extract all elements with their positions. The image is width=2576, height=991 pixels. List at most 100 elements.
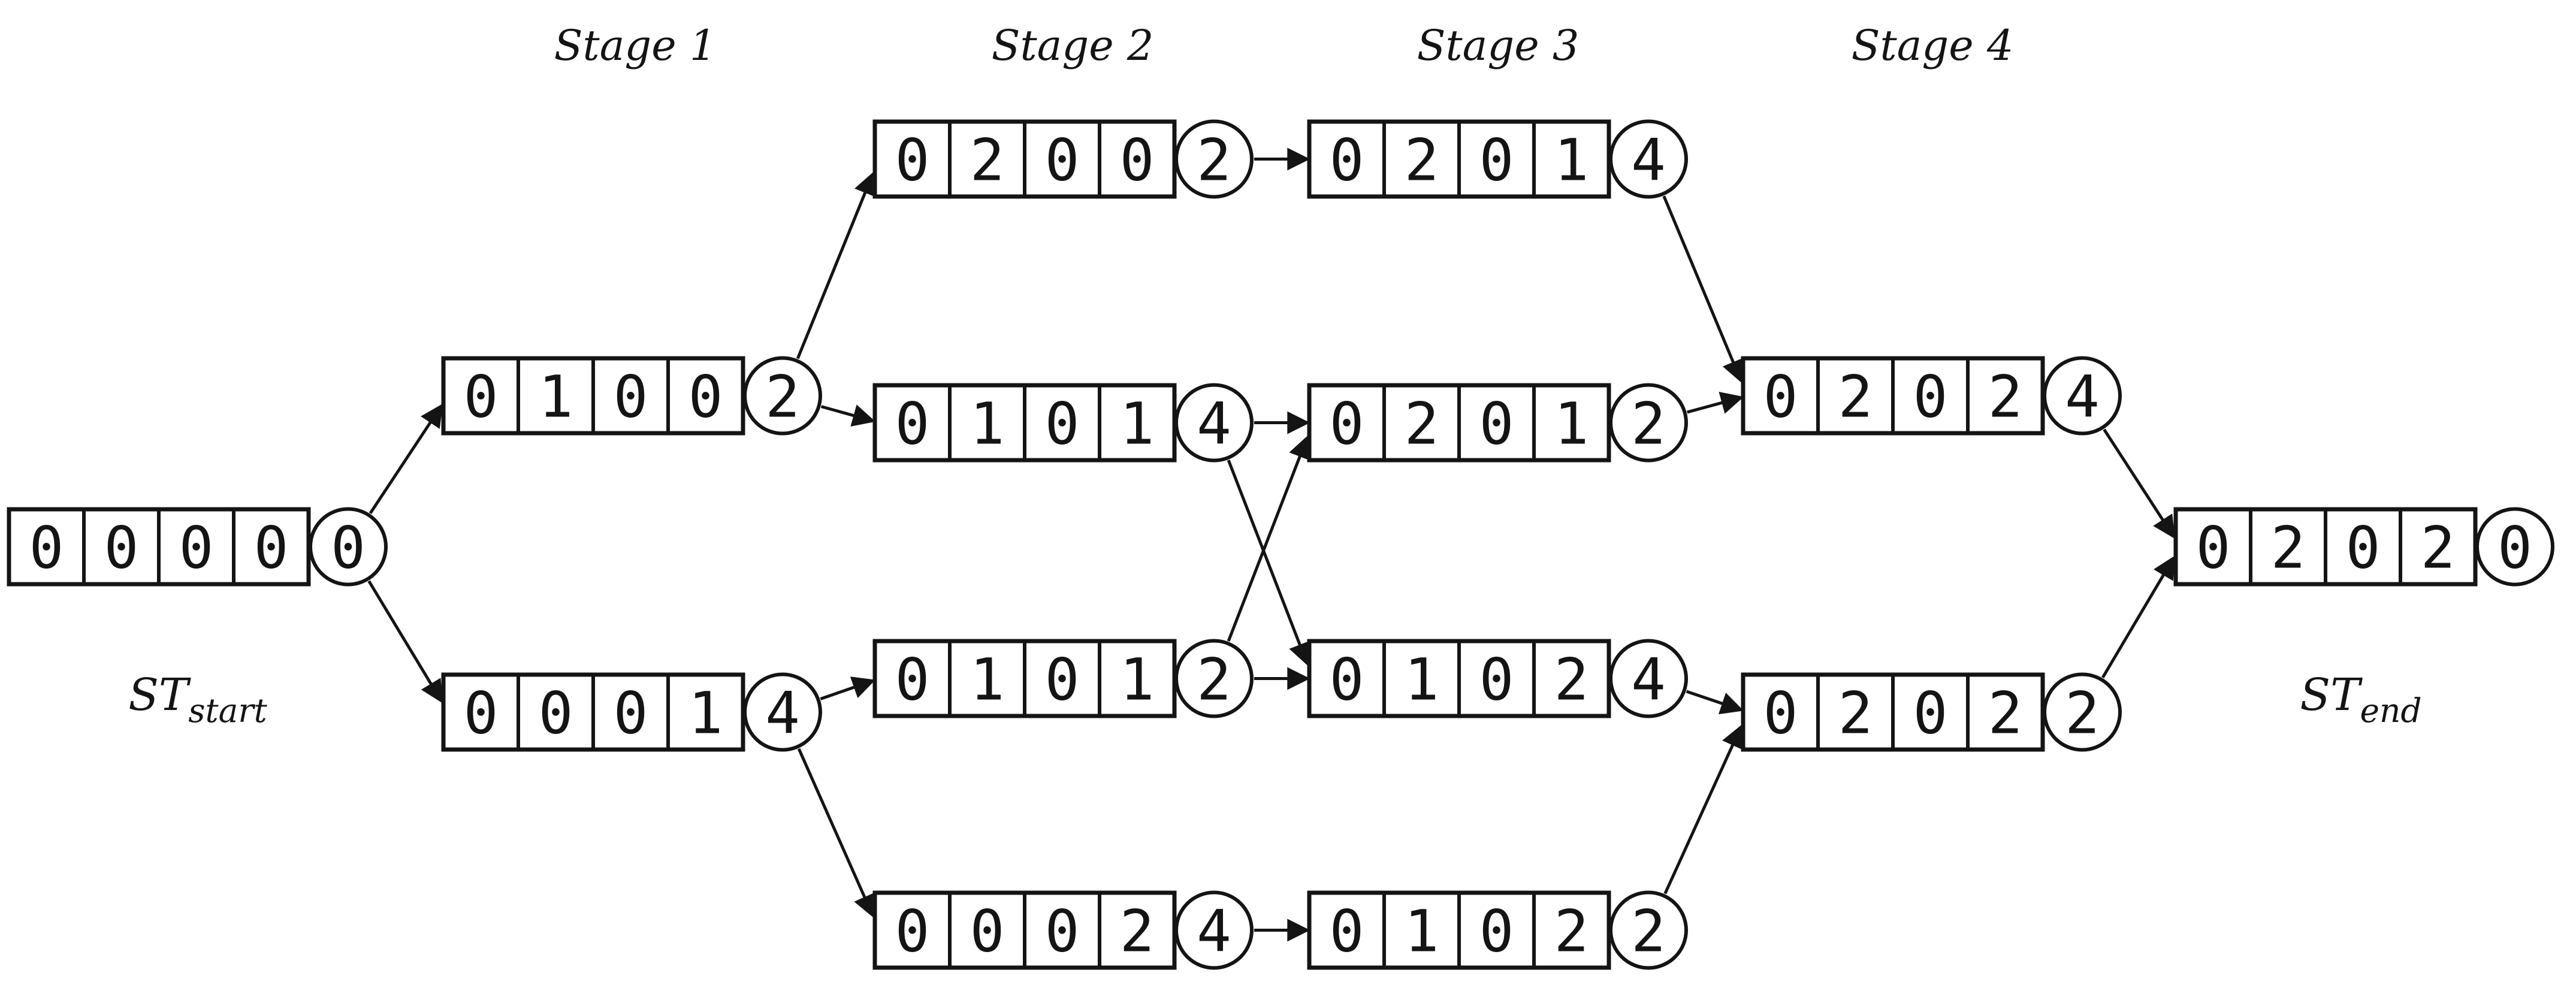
state-value-circle [1174, 119, 1254, 199]
cell-value: 0 [1479, 898, 1514, 965]
cell-value: 2 [1988, 364, 2023, 431]
cell-value: 0 [2346, 515, 2381, 582]
state-value-circle [1174, 639, 1254, 718]
state-value-circle [1174, 383, 1254, 463]
cell-value: 0 [539, 680, 573, 747]
cell-value: 1 [1405, 898, 1439, 965]
node-value: 2 [2065, 680, 2100, 747]
state-value-circle [743, 672, 822, 752]
stage-label-1: Stage 1 [554, 21, 717, 70]
cell-value: 2 [1405, 391, 1439, 458]
cell-value: 1 [1120, 391, 1155, 458]
cell-value: 2 [1405, 127, 1439, 194]
cell-value: 0 [104, 515, 139, 582]
cell-value: 0 [254, 515, 289, 582]
state-value-circle [1609, 890, 1688, 970]
transition-arrow-s2mu-s3md [1227, 460, 1310, 666]
transition-arrow-s1u-s2mu [820, 404, 876, 427]
cell-value: 0 [614, 680, 648, 747]
cell-value: 2 [970, 127, 1005, 194]
cell-value: 0 [2196, 515, 2231, 582]
cell-value: 0 [1330, 898, 1364, 965]
cell-value: 0 [970, 898, 1005, 965]
state-value-circle [1609, 119, 1688, 199]
state-value-circle [1609, 639, 1688, 718]
cell-value: 0 [1479, 127, 1514, 194]
stage-label-3: Stage 3 [1417, 21, 1580, 70]
cell-value: 0 [1479, 646, 1514, 714]
node-value: 2 [1631, 898, 1666, 965]
cell-value: 0 [464, 680, 499, 747]
state-value-circle [2475, 507, 2554, 587]
node-value: 4 [2065, 364, 2100, 431]
transition-arrow-start-s1u [369, 403, 443, 514]
cell-value: 0 [1330, 127, 1364, 194]
state-value-circle [1174, 890, 1254, 970]
cell-value: 0 [464, 364, 499, 431]
edges-layer [367, 147, 2175, 942]
cell-value: 0 [895, 127, 930, 194]
terminal-label-start: STstart [128, 669, 267, 730]
node-value: 2 [1197, 127, 1231, 194]
transition-arrow-s1l-s2b [797, 748, 875, 918]
cell-value: 2 [1988, 680, 2023, 747]
node-value: 2 [1197, 646, 1231, 714]
cell-value: 2 [1838, 364, 1873, 431]
cell-value: 0 [614, 364, 648, 431]
cell-value: 1 [688, 680, 723, 747]
cell-value: 0 [1045, 646, 1080, 714]
transition-arrow-s4l-end [2101, 555, 2175, 679]
cell-value: 0 [1763, 364, 1798, 431]
cell-value: 0 [1045, 898, 1080, 965]
cell-value: 0 [1913, 364, 1948, 431]
transition-arrow-s3b-s4l [1663, 724, 1743, 895]
cell-value: 0 [29, 515, 64, 582]
cell-value: 0 [895, 391, 930, 458]
transition-arrow-s4u-end [2103, 428, 2175, 539]
cell-value: 2 [1554, 898, 1589, 965]
cell-value: 2 [1554, 646, 1589, 714]
transition-arrow-s1l-s2md [820, 676, 876, 700]
state-value-circle [309, 507, 388, 587]
stage-label-4: Stage 4 [1852, 21, 2014, 70]
cell-value: 2 [1120, 898, 1155, 965]
node-value: 4 [765, 680, 800, 747]
node-value: 4 [1631, 127, 1666, 194]
cell-value: 1 [1405, 646, 1439, 714]
cell-value: 0 [1120, 127, 1155, 194]
cell-value: 0 [179, 515, 214, 582]
transition-arrow-s2md-s3mu [1227, 435, 1310, 642]
cell-value: 1 [539, 364, 573, 431]
node-value: 0 [331, 515, 366, 582]
cell-value: 1 [1554, 391, 1589, 458]
transition-arrow-s1u-s2t [796, 171, 876, 359]
terminal-label-end: STend [2300, 669, 2421, 730]
node-value: 4 [1197, 391, 1231, 458]
terminal-label-subscript: end [2360, 691, 2421, 730]
cell-value: 0 [1330, 646, 1364, 714]
cell-value: 0 [688, 364, 723, 431]
node-value: 2 [1631, 391, 1666, 458]
state-value-circle [2043, 356, 2122, 436]
cell-value: 0 [1330, 391, 1364, 458]
cell-value: 0 [1763, 680, 1798, 747]
terminal-label-subscript: start [188, 691, 267, 730]
state-value-circle [743, 356, 822, 436]
cell-value: 2 [1838, 680, 1873, 747]
cell-value: 1 [970, 391, 1005, 458]
node-value: 2 [765, 364, 800, 431]
cell-value: 0 [1045, 127, 1080, 194]
cell-value: 0 [1913, 680, 1948, 747]
